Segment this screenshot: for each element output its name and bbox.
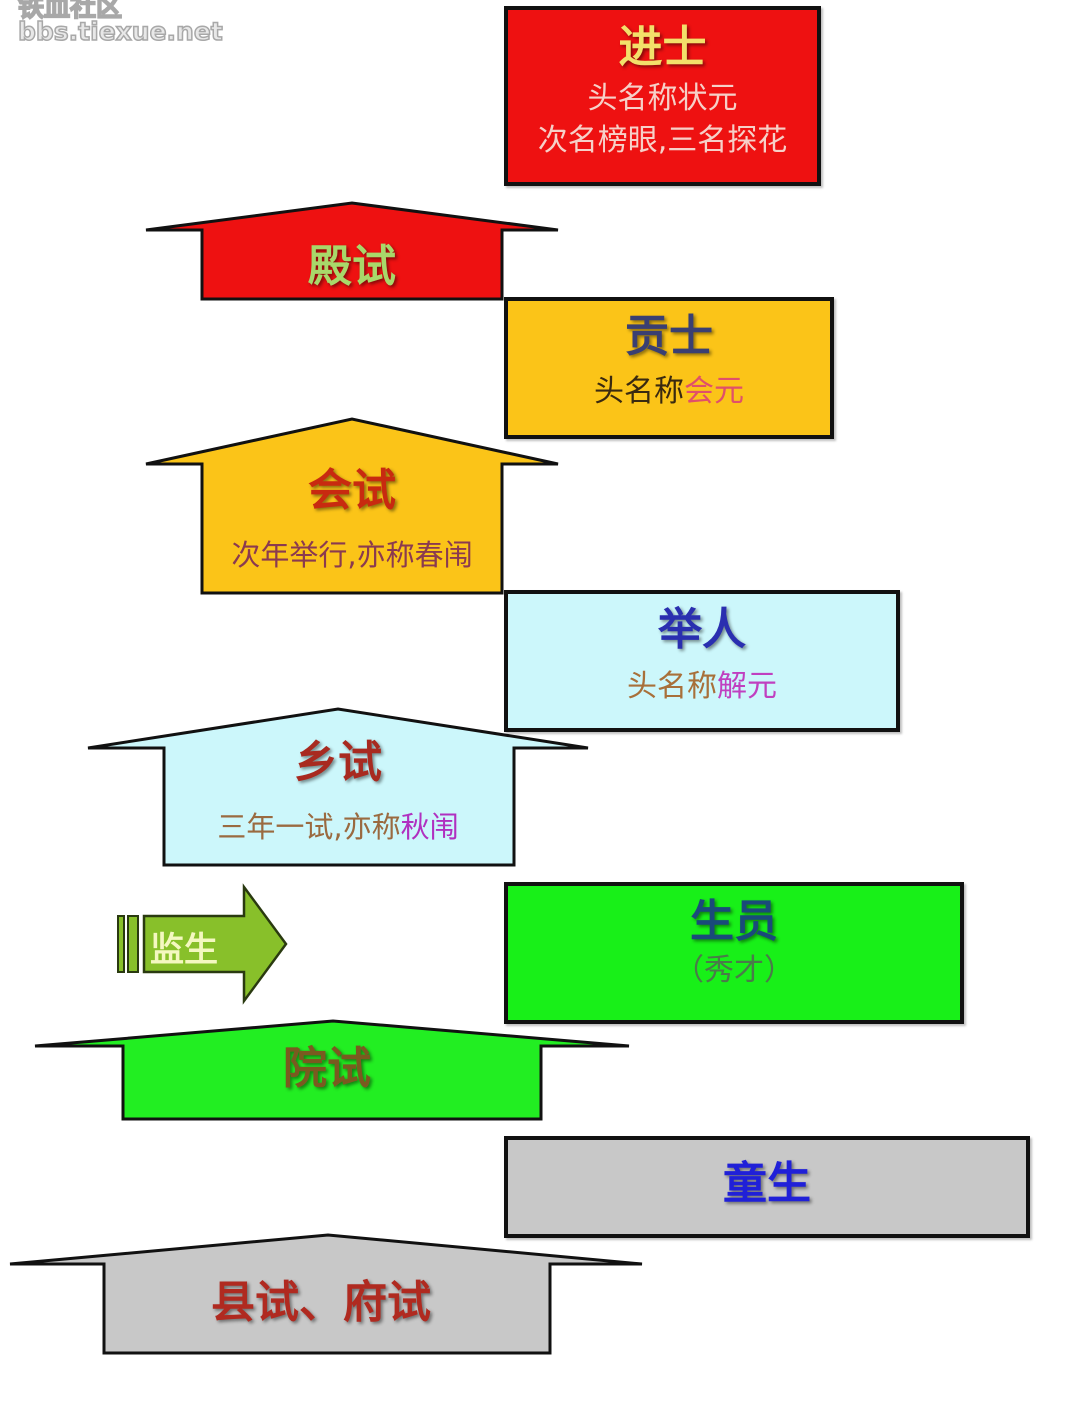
up-arrow-shape-icon: [9, 1233, 643, 1355]
rank-line-gongshi-highlight: 会元: [684, 374, 744, 409]
rank-line-gongshi: 头名称会元: [508, 371, 830, 413]
rank-line-jinshi-2: 次名榜眼,三名探花: [537, 123, 788, 158]
exam-arrow-dianshi: 殿试: [144, 200, 560, 302]
up-arrow-shape-icon: [34, 1019, 630, 1121]
rank-line-gongshi-prefix: 头名称: [594, 374, 684, 409]
exam-note-xiangshi-prefix: 三年一试,亦称: [217, 810, 401, 844]
exam-note-xiangshi-highlight: 秋闱: [400, 810, 459, 844]
rank-box-jinshi: 进士 头名称状元 次名榜眼,三名探花: [504, 6, 821, 186]
rank-line-juren: 头名称解元: [508, 666, 896, 708]
rank-title-shengyuan: 生员: [690, 896, 778, 947]
up-arrow-shape-icon: [145, 417, 559, 595]
exam-arrow-huishi: 会试 次年举行,亦称春闱: [144, 416, 560, 596]
exam-arrow-xianfushi: 县试、府试: [8, 1232, 644, 1356]
exam-arrow-xiangshi: 乡试 三年一试,亦称秋闱: [86, 706, 590, 868]
side-arrow-label: 监生: [150, 930, 218, 970]
rank-line-juren-prefix: 头名称: [627, 669, 717, 704]
right-arrow-shape-icon: [117, 883, 288, 1005]
watermark-site-name: 铁血社区: [17, 0, 123, 23]
exam-title-xianfushi: 县试、府试: [211, 1277, 431, 1328]
rank-box-tongsheng: 童生: [504, 1136, 1030, 1238]
exam-note-huishi: 次年举行,亦称春闱: [231, 538, 473, 572]
exam-note-xiangshi: 三年一试,亦称秋闱: [86, 806, 590, 848]
exam-title-dianshi: 殿试: [308, 241, 396, 292]
exam-title-xiangshi: 乡试: [294, 737, 382, 788]
rank-box-gongshi: 贡士 头名称会元: [504, 297, 834, 439]
rank-line-jinshi-1: 头名称状元: [587, 81, 738, 116]
rank-title-gongshi: 贡士: [625, 311, 713, 362]
up-arrow-shape-icon: [145, 201, 559, 301]
rank-subtitle-shengyuan: （秀才）: [674, 953, 794, 988]
exam-title-yuanshi: 院试: [283, 1043, 371, 1094]
exam-arrow-yuanshi: 院试: [33, 1018, 631, 1122]
up-arrow-shape-icon: [87, 707, 589, 867]
rank-line-juren-highlight: 解元: [717, 669, 777, 704]
side-arrow-jiansheng: 监生: [114, 883, 290, 1005]
exam-title-huishi: 会试: [308, 465, 396, 516]
rank-box-shengyuan: 生员 （秀才）: [504, 882, 964, 1024]
rank-box-juren: 举人 头名称解元: [504, 590, 900, 732]
watermark-url: bbs.tiexue.net: [17, 17, 223, 47]
rank-title-tongsheng: 童生: [723, 1158, 811, 1209]
rank-title-juren: 举人: [658, 604, 746, 655]
rank-title-jinshi: 进士: [618, 22, 707, 73]
